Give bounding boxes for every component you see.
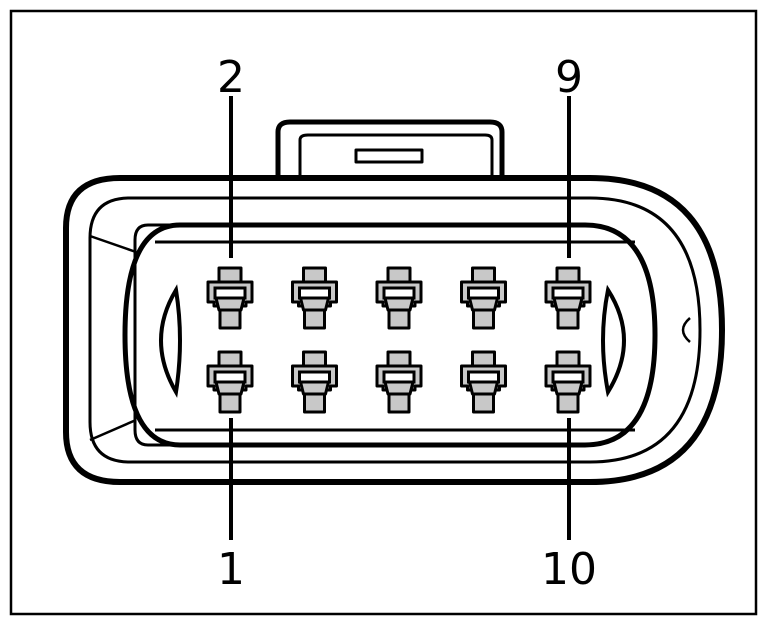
terminal-pin: [291, 266, 338, 330]
terminal-pin: [291, 350, 338, 414]
latch-slot-upper: [354, 148, 424, 164]
terminal-pin: [206, 266, 254, 330]
terminal-pin: [544, 266, 592, 330]
terminal-pin: [460, 266, 507, 330]
pin-label-1: 1: [217, 544, 245, 595]
coding-key-left: [159, 284, 182, 398]
pin-label-10: 10: [541, 544, 597, 595]
pin-label-9: 9: [555, 52, 583, 103]
terminal-pin: [544, 350, 592, 414]
terminal-pin: [206, 350, 254, 414]
pin-label-2: 2: [217, 52, 245, 103]
terminal-pin: [375, 266, 423, 330]
coding-key-right: [601, 284, 626, 398]
terminal-grid: [206, 266, 592, 414]
terminal-pin: [375, 350, 423, 414]
terminal-pin: [460, 350, 507, 414]
terminal-cavity: [122, 222, 658, 448]
